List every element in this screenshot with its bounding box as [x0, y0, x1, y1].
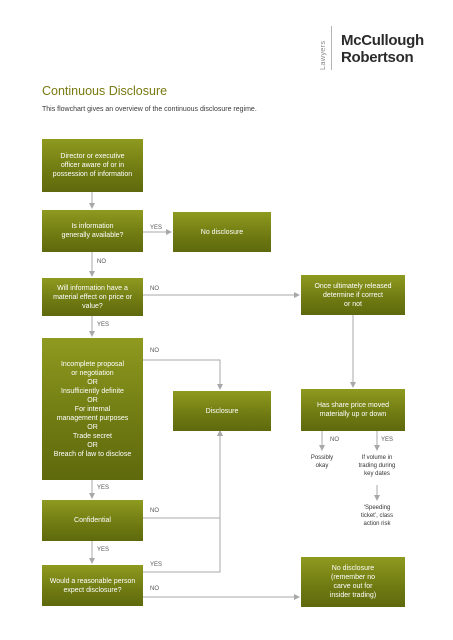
label-no: NO: [330, 437, 339, 443]
note-speeding-ticket: ‘Speeding ticket’, class action risk: [348, 504, 406, 528]
mccullough-robertson-logo: Lawyers McCullough Robertson: [318, 22, 438, 72]
note-speeding-ticket-line: ticket’, class: [360, 513, 394, 519]
node-aware: Director or executive officer aware of o…: [42, 139, 143, 192]
node-confidential: Confidential: [42, 500, 143, 541]
node-once-released-line: Once ultimately released: [314, 282, 392, 290]
node-material-effect-line: Will information have a: [57, 284, 128, 292]
node-once-released-line: determine if correct: [323, 291, 383, 299]
label-yes: YES: [150, 225, 163, 231]
node-no-disclosure-line: No disclosure: [200, 228, 244, 236]
node-exceptions-or: OR: [87, 378, 98, 386]
logo-name-line1: McCullough: [341, 32, 424, 49]
logo-divider: [331, 26, 332, 70]
node-no-disclosure-final-line: No disclosure: [331, 565, 375, 572]
connector-reasonable-yes-to-disclosure: [143, 430, 223, 573]
node-no-disclosure-final: No disclosure (remember no carve out for…: [301, 557, 405, 607]
node-no-disclosure: No disclosure: [173, 212, 271, 252]
label-yes: YES: [381, 437, 394, 443]
node-generally-available-line: Is information: [71, 223, 114, 230]
node-exceptions: Incomplete proposal or negotiation OR In…: [42, 338, 143, 480]
node-reasonable-person-line: expect disclosure?: [63, 586, 122, 594]
node-exceptions-line: Insufficiently definite: [61, 387, 124, 395]
node-share-price: Has share price moved materially up or d…: [301, 389, 405, 431]
note-volume-trading-line: key dates: [364, 471, 390, 477]
page-title: Continuous Disclosure: [42, 84, 168, 98]
node-exceptions-line: management purposes: [56, 414, 129, 422]
label-yes: YES: [97, 322, 110, 328]
node-material-effect-line: material effect on price or: [53, 293, 132, 301]
node-aware-line: officer aware of or in: [60, 162, 125, 169]
node-no-disclosure-final-line: carve out for: [333, 583, 373, 590]
node-material-effect: Will information have a material effect …: [42, 278, 143, 316]
node-exceptions-line: Trade secret: [72, 432, 113, 440]
node-no-disclosure-final-line: (remember no: [331, 574, 375, 581]
note-possibly-okay: Possibly okay: [300, 454, 344, 470]
intro-text: This flowchart gives an overview of the …: [42, 106, 257, 113]
logo-name-line2: Robertson: [341, 49, 414, 66]
connector-exceptions-to-disclosure: [143, 359, 223, 390]
note-possibly-okay-line: Possibly: [310, 455, 334, 461]
label-yes: YES: [97, 485, 110, 491]
node-reasonable-person: Would a reasonable person expect disclos…: [42, 565, 143, 606]
note-volume-trading-line: If volume in: [361, 455, 393, 461]
node-no-disclosure-final-line: insider trading): [329, 592, 377, 599]
label-no: NO: [97, 259, 106, 265]
node-generally-available-line: generally available?: [61, 232, 124, 239]
node-generally-available: Is information generally available?: [42, 210, 143, 252]
node-share-price-line: materially up or down: [319, 411, 387, 418]
node-once-released: Once ultimately released determine if co…: [301, 275, 405, 315]
note-possibly-okay-line: okay: [315, 463, 329, 469]
label-no: NO: [150, 286, 159, 292]
label-no: NO: [150, 586, 159, 592]
node-exceptions-line: or negotiation: [71, 369, 114, 377]
node-exceptions-line: For internal: [74, 405, 111, 413]
note-speeding-ticket-line: ‘Speeding: [363, 505, 391, 511]
node-material-effect-line: value?: [82, 302, 103, 310]
node-aware-line: possession of information: [52, 171, 133, 178]
node-exceptions-or: OR: [87, 441, 98, 449]
node-aware-line: Director or executive: [60, 153, 125, 160]
node-share-price-line: Has share price moved: [317, 402, 389, 409]
label-no: NO: [150, 348, 159, 354]
node-exceptions-line: Incomplete proposal: [60, 360, 125, 368]
connector-confidential-to-disclosure: [143, 430, 223, 519]
note-speeding-ticket-line: action risk: [363, 521, 391, 527]
note-volume-trading: If volume in trading during key dates: [348, 454, 406, 478]
node-exceptions-line: Breach of law to disclose: [53, 450, 132, 458]
label-yes: YES: [97, 547, 110, 553]
node-disclosure-line: Disclosure: [205, 407, 239, 415]
label-yes: YES: [150, 562, 163, 568]
label-no: NO: [150, 508, 159, 514]
node-disclosure: Disclosure: [173, 391, 271, 431]
node-reasonable-person-line: Would a reasonable person: [49, 577, 136, 585]
node-exceptions-or: OR: [87, 423, 98, 431]
note-volume-trading-line: trading during: [358, 463, 396, 469]
node-exceptions-or: OR: [87, 396, 98, 404]
node-confidential-line: Confidential: [74, 517, 111, 524]
node-once-released-line: or not: [344, 300, 362, 308]
